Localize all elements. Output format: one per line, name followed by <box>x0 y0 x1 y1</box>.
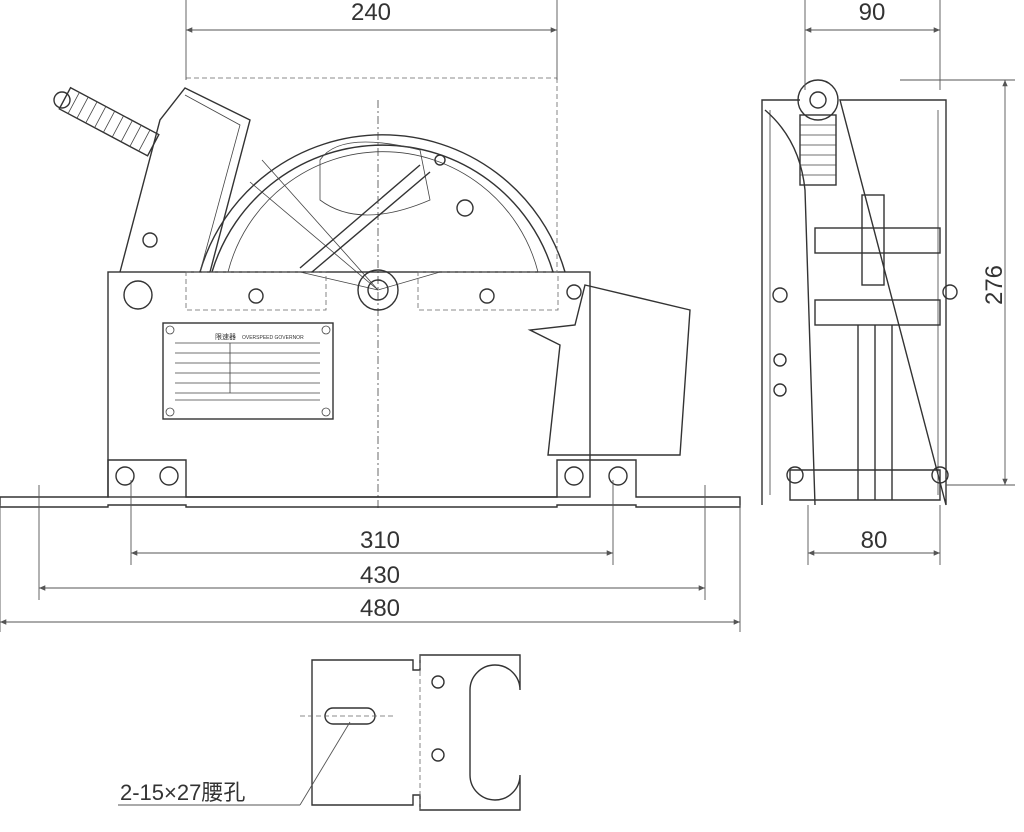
dimension-276: 276 <box>981 265 1008 305</box>
nameplate-title-cn: 限速器 <box>215 332 236 341</box>
dimension-480: 480 <box>360 595 400 622</box>
dimension-90: 90 <box>859 0 886 26</box>
front-view: 限速器 OVERSPEED GOVERNOR <box>0 77 741 510</box>
side-view <box>761 79 958 506</box>
nameplate: 限速器 OVERSPEED GOVERNOR <box>162 322 334 420</box>
base-plate <box>0 459 741 508</box>
side-spring <box>799 114 837 186</box>
side-dimensions: 90 276 80 <box>804 0 1015 565</box>
dimension-430: 430 <box>360 562 400 589</box>
slot-callout-label: 2-15×27腰孔 <box>120 780 245 805</box>
dimension-310: 310 <box>360 527 400 554</box>
base-plate-detail: 2-15×27腰孔 <box>118 654 521 811</box>
rope-guide <box>527 284 691 456</box>
dimension-80: 80 <box>861 527 888 554</box>
housing <box>107 271 591 498</box>
spring-assembly <box>53 86 251 273</box>
sheave-wheel <box>199 100 566 510</box>
front-dimensions: 240 310 430 480 <box>0 0 741 632</box>
nameplate-title-en: OVERSPEED GOVERNOR <box>242 335 304 341</box>
dimension-240: 240 <box>351 0 391 26</box>
